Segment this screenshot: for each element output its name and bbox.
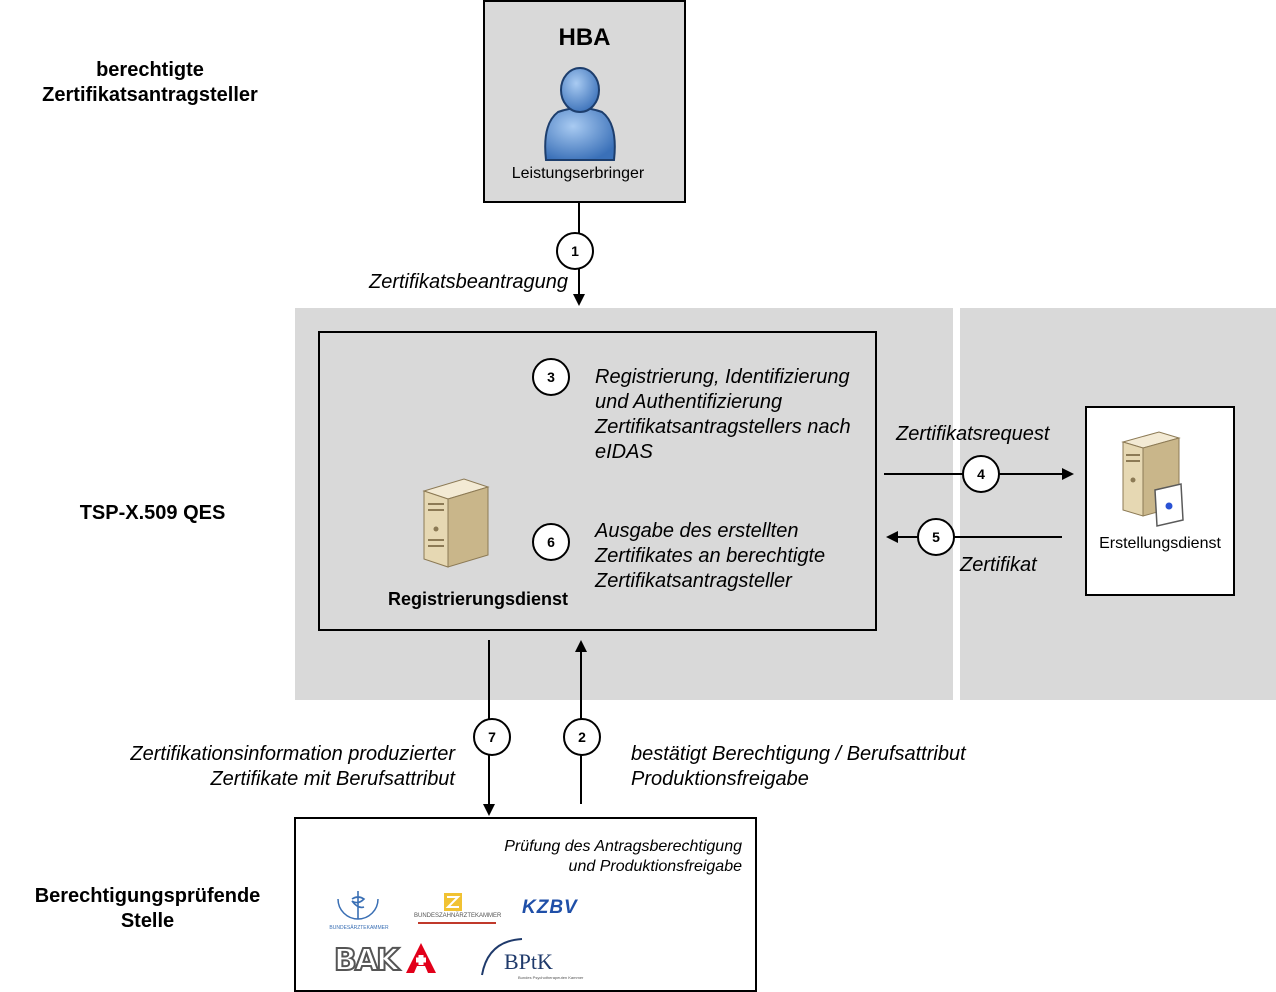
authority-caption: Prüfung des Antragsberechtigung und Prod… [504, 838, 742, 875]
server-icon [422, 478, 490, 568]
tsp-label: TSP-X.509 QES [79, 502, 226, 524]
authority-box: Prüfung des Antragsberechtigung und Prod… [294, 817, 757, 992]
flow2-arrowhead [575, 640, 587, 652]
hba-title: HBA [558, 24, 611, 51]
flow1-arrowhead [573, 294, 585, 306]
kzbv-logo: KZBV [522, 897, 578, 918]
step-1-marker: 1 [556, 232, 594, 270]
bzaek-logo-text: BUNDESZAHNÄRZTEKAMMER [414, 913, 502, 919]
bptk-logo: BPtK [504, 949, 553, 974]
step-3-marker: 3 [532, 358, 570, 396]
step-1-label: Zertifikatsbeantragung [368, 271, 568, 293]
flow5-arrowhead [886, 531, 898, 543]
step-6-label: Ausgabe des erstellten Zertifikates an b… [595, 520, 826, 592]
certificate-server-icon [1121, 431, 1184, 527]
bptk-arc-icon [481, 938, 523, 976]
step-7-label: Zertifikationsinformation produzierter Z… [130, 743, 455, 790]
registration-label: Registrierungsdienst [387, 589, 569, 609]
bzaek-underline [418, 922, 496, 924]
person-icon [544, 67, 616, 161]
creation-label: Erstellungsdienst [1099, 535, 1221, 552]
step-5-marker: 5 [917, 518, 955, 556]
bak-logo: BAK [333, 942, 400, 979]
baek-logo-text: BUNDESÄRZTEKAMMER [329, 925, 389, 931]
authority-label: Berechtigungsprüfende Stelle [34, 885, 261, 932]
flow4-arrowhead [1062, 468, 1074, 480]
person-label: Leistungserbringer [511, 165, 645, 182]
bptk-sub-text: Bundes Psychotherapeuten Kammer [518, 975, 584, 980]
pharmacy-a-icon [406, 943, 436, 973]
step-4-marker: 4 [962, 455, 1000, 493]
registration-box: Registrierungsdienst 3 Registrierung, Id… [318, 331, 877, 631]
step-2-label: bestätigt Berechtigung / Berufsattribut … [631, 743, 966, 790]
step-6-marker: 6 [532, 523, 570, 561]
baek-logo-icon [337, 891, 379, 920]
step-2-marker: 2 [563, 718, 601, 756]
step-7-marker: 7 [473, 718, 511, 756]
step-5-label: Zertifikat [960, 554, 1037, 576]
creation-box: Erstellungsdienst [1085, 406, 1235, 596]
step-3-label: Registrierung, Identifizierung und Authe… [595, 366, 851, 463]
flow7-arrowhead [483, 804, 495, 816]
hba-box: HBA Leistungserbringer [483, 0, 686, 203]
flow5-line [898, 536, 1062, 538]
bzaek-logo: BUNDESZAHNÄRZTEKAMMER [414, 891, 502, 925]
step-4-label: Zertifikatsrequest [896, 423, 1050, 445]
bzaek-mark-icon [444, 893, 462, 911]
applicants-label: berechtigte Zertifikatsantragsteller [42, 59, 258, 106]
